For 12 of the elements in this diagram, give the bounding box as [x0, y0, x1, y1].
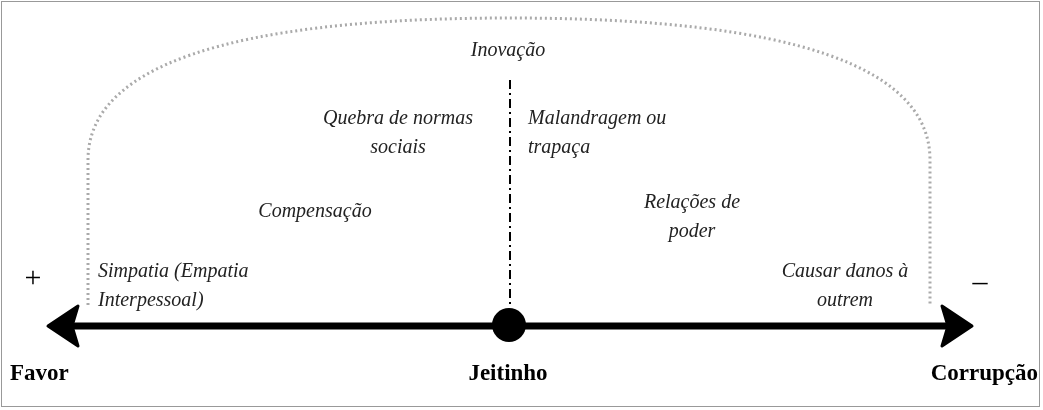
concept-text: Simpatia (Empatia Interpessoal) [98, 258, 250, 313]
pole-label: Corrupção [929, 359, 1038, 387]
plus-sign: + [23, 262, 43, 291]
concept-text: Quebra de normas sociais [322, 105, 474, 159]
pole-label: Favor [10, 359, 70, 387]
concept-text: Malandragem ou trapaça [528, 105, 668, 160]
heading-text: Inovação [469, 37, 547, 63]
concept-text: Compensação [257, 198, 373, 224]
concept-text: Causar danos à outrem [780, 258, 910, 312]
minus-sign: – [971, 266, 989, 295]
concept-text: Relações de poder [642, 189, 742, 244]
center-label: Jeitinho [467, 359, 549, 387]
